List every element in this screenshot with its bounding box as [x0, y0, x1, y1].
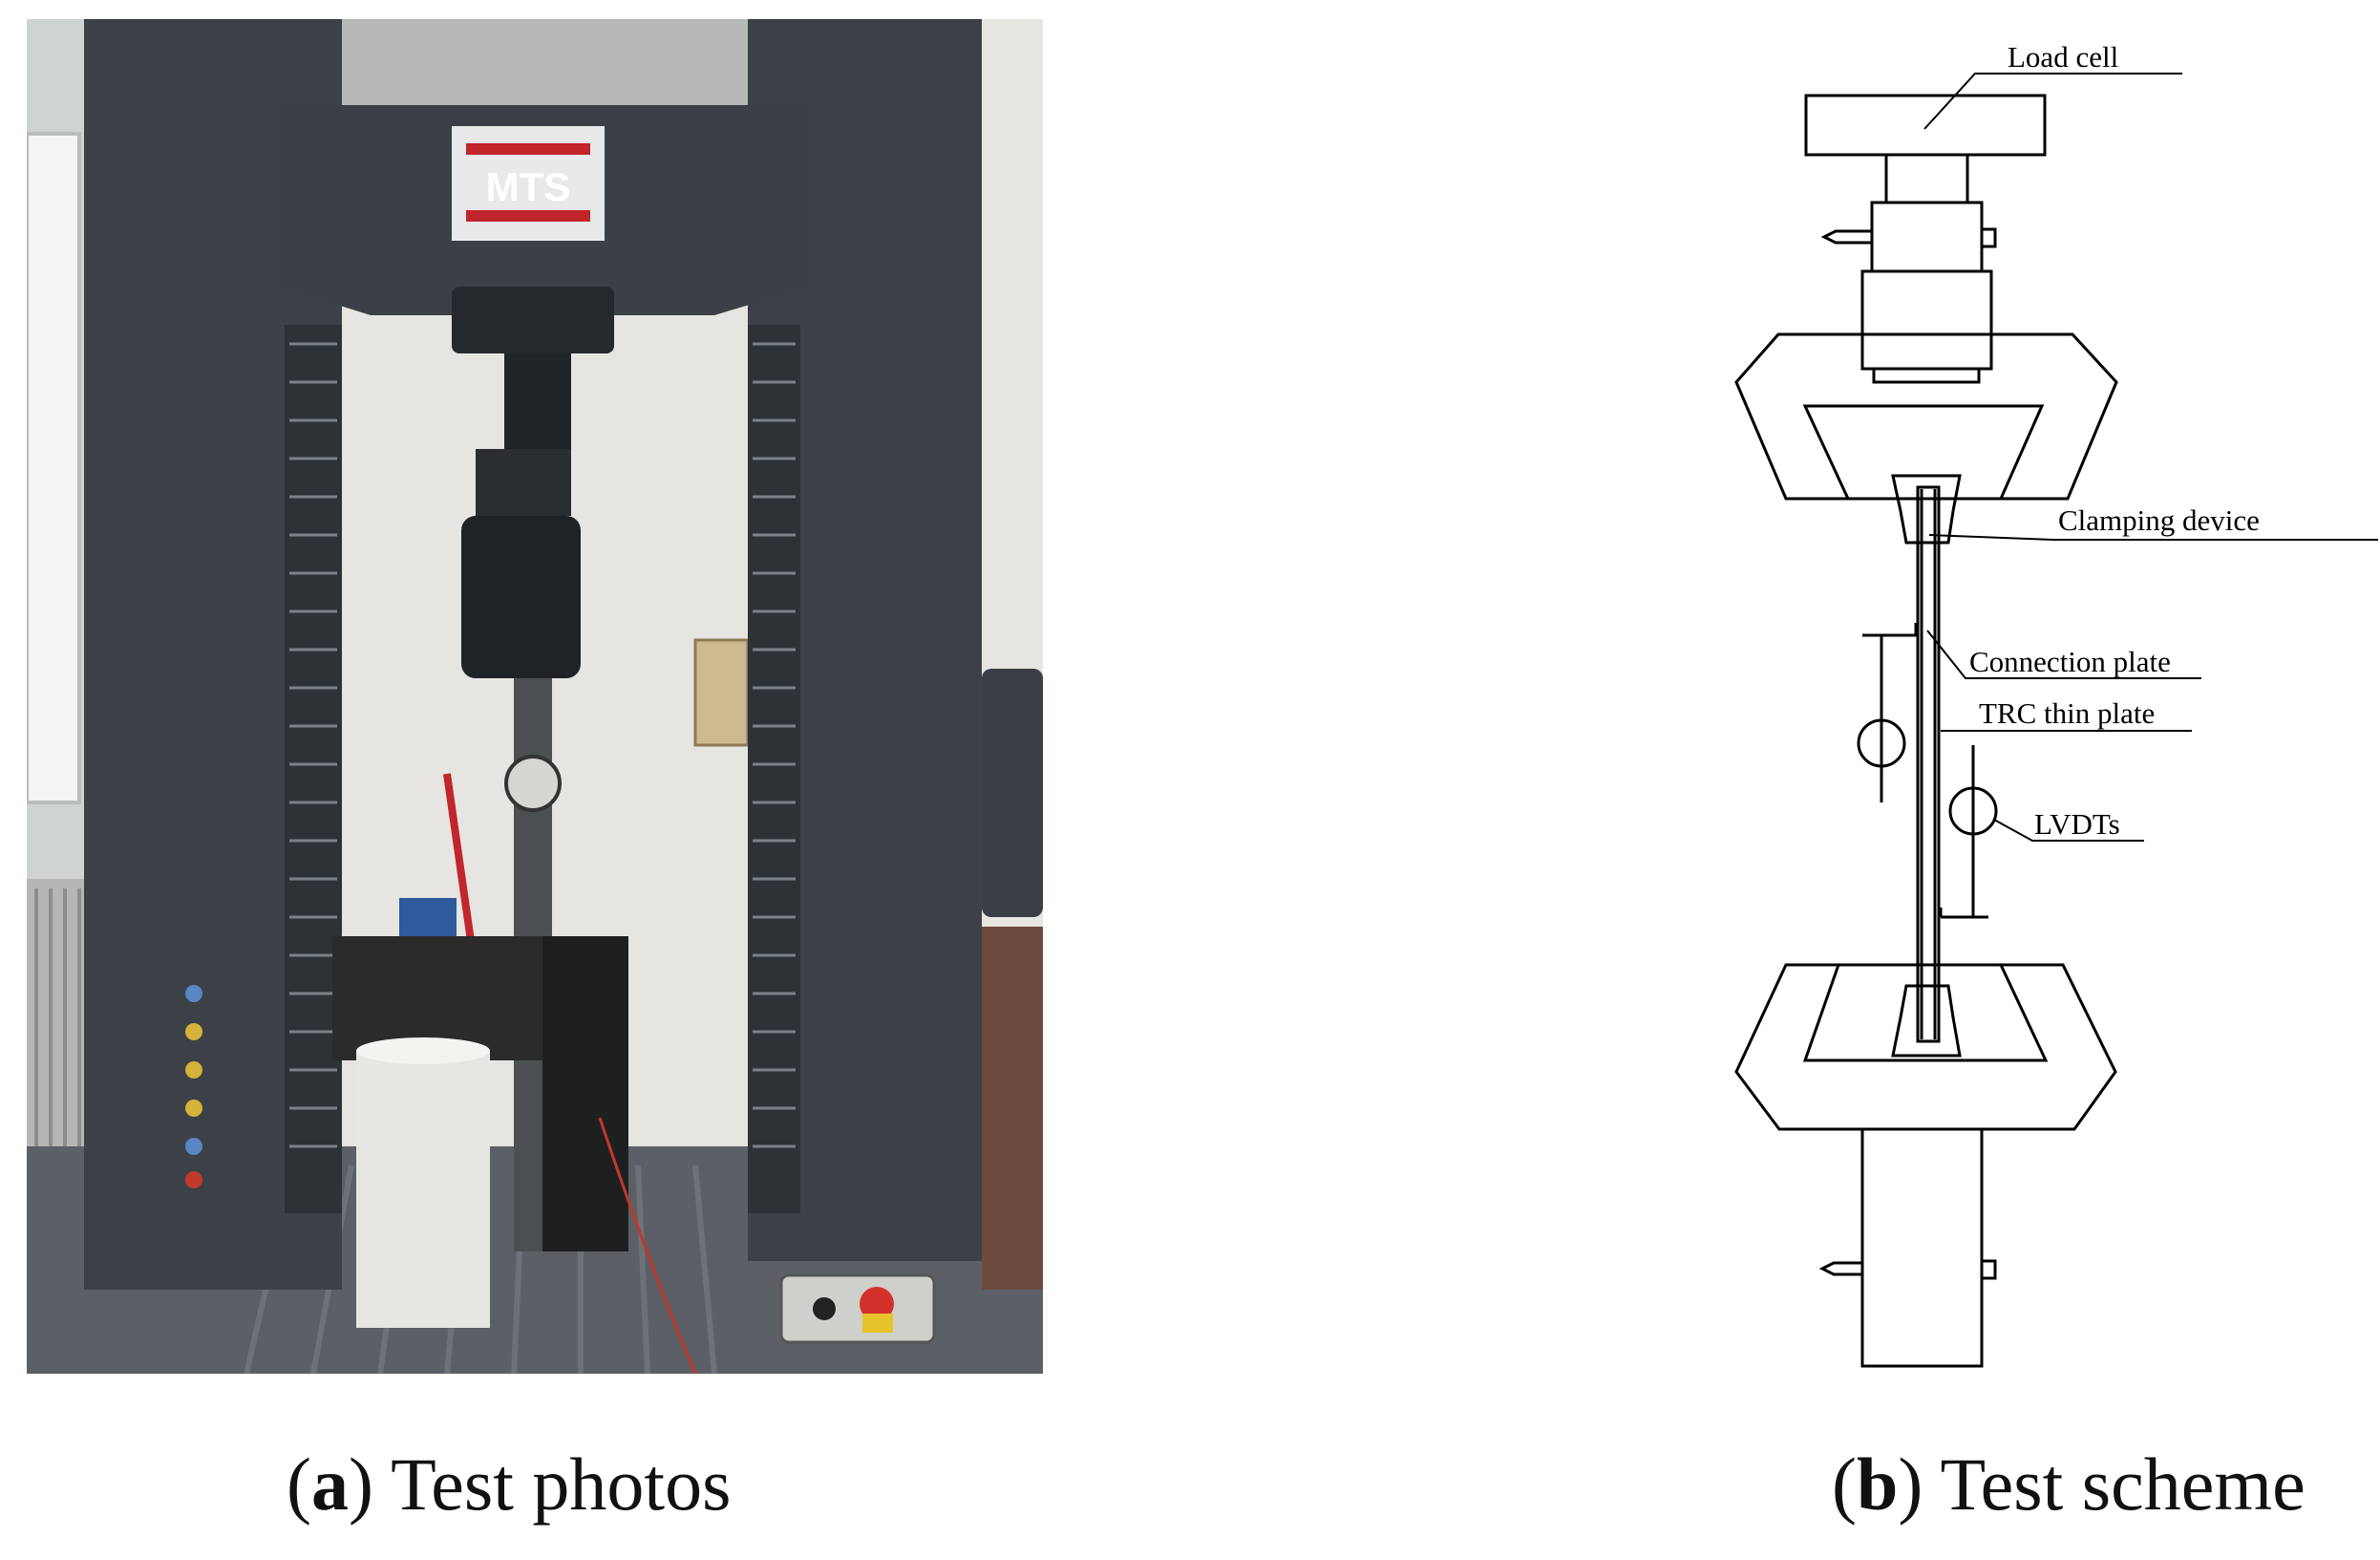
test-photo: MTS: [27, 19, 1043, 1374]
leader-load-cell: [1923, 73, 2182, 130]
top-grip: [1870, 201, 1984, 273]
load-cell-block: [1804, 94, 2047, 157]
upper-clamp-device: [1891, 474, 1962, 545]
label-load-cell: Load cell: [2008, 40, 2118, 74]
brand-logo-text: MTS: [486, 164, 571, 209]
top-right-stub: [1980, 227, 1997, 248]
connection-plate-lower: [1939, 908, 1988, 919]
upper-inner-wedge: [1802, 404, 2045, 501]
caption-b-letter: b: [1856, 1442, 1899, 1526]
label-clamping-device: Clamping device: [2058, 503, 2260, 537]
label-lvdts: LVDTs: [2034, 807, 2120, 841]
bottom-right-stub: [1980, 1259, 1997, 1280]
label-connection-plate: Connection plate: [1969, 645, 2171, 678]
lower-inner-wedge: [1802, 963, 2049, 1062]
lvdt-right: [1948, 786, 1998, 836]
lower-housing: [1734, 963, 2117, 1131]
label-trc-thin-plate: TRC thin plate: [1979, 696, 2155, 730]
test-scheme-drawing: Load cell Clamping device Connection pla…: [1734, 40, 2378, 1368]
testing-machine-illustration: MTS: [27, 19, 1043, 1374]
caption-b-text: Test scheme: [1940, 1442, 2306, 1526]
lvdt-left: [1857, 718, 1906, 768]
leader-lvdts: [1993, 819, 2144, 842]
test-scheme-diagram: Load cell Clamping device Connection pla…: [1671, 19, 2380, 1376]
caption-a-letter: a: [310, 1442, 349, 1526]
lower-clamp-device: [1891, 984, 1962, 1058]
leader-clamping-device: [1928, 534, 2378, 541]
top-neck: [1884, 153, 1969, 204]
caption-b: (b) Test scheme: [1832, 1442, 2306, 1526]
top-knife-edge: [1820, 229, 1874, 245]
trc-thin-plate: [1916, 485, 1941, 1043]
caption-a-text: Test photos: [391, 1442, 732, 1526]
leader-connection-plate: [1926, 630, 2201, 679]
top-collar: [1872, 367, 1981, 384]
connection-plate-upper: [1862, 623, 1918, 637]
top-actuator: [1860, 269, 1993, 371]
upper-housing: [1734, 332, 2118, 501]
bottom-knife-edge: [1818, 1261, 1864, 1276]
caption-a: (a) Test photos: [287, 1442, 732, 1526]
lower-column: [1860, 1127, 1984, 1368]
